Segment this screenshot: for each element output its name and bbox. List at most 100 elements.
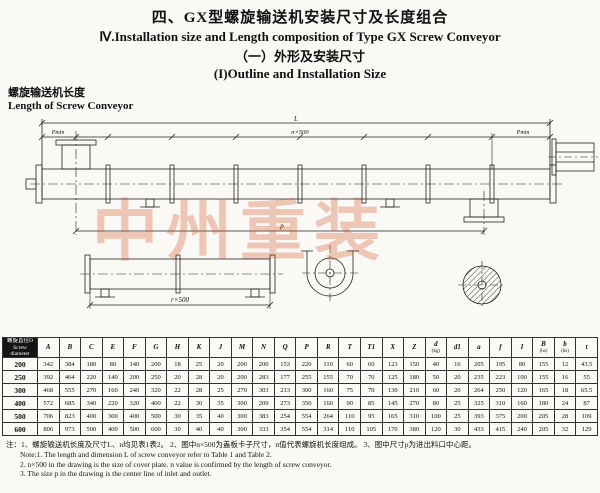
table-cell: 200 [230, 357, 254, 372]
table-cell: 220 [80, 370, 103, 385]
table-cell: 300 [230, 422, 254, 437]
title-cn: 四、GX型螺旋输送机安装尺寸及长度组合 [151, 10, 449, 26]
dim-label-pmin-right: Pmin [516, 130, 530, 136]
detail-view [80, 254, 283, 310]
table-cell: 973 [58, 422, 82, 437]
title-en: Ⅳ.Installation size and Length compositi… [99, 29, 501, 44]
table-cell: 20 [166, 370, 189, 385]
table-cell: 400 [144, 396, 168, 411]
table-cell: 823 [58, 409, 82, 424]
col-header-R: R [316, 337, 340, 359]
table-cell: 384 [58, 357, 82, 372]
table-cell: 177 [273, 370, 297, 385]
table-cell: 125 [381, 370, 405, 385]
col-header-K: K [187, 337, 211, 359]
table-cell: 572 [37, 396, 60, 411]
drawing-caption-cn: 螺旋输送机长度 [8, 87, 85, 99]
inlet-spout [55, 131, 97, 236]
table-cell: 110 [338, 422, 361, 437]
table-cell: 320 [123, 396, 146, 411]
main-assembly-view [25, 119, 562, 236]
table-cell: 18 [166, 357, 189, 372]
table-cell: 20 [446, 370, 469, 385]
table-cell: 25 [187, 357, 211, 372]
col-header-d: d(kg) [424, 337, 448, 359]
table-cell: 213 [273, 383, 297, 398]
table-cell: 24 [553, 396, 577, 411]
col-header-J: J [209, 337, 232, 359]
col-header-P: P [295, 337, 318, 359]
cell-diameter: 250 [2, 370, 38, 385]
table-cell: 50 [424, 370, 448, 385]
table-cell: 464 [58, 370, 82, 385]
table-cell: 270 [230, 383, 254, 398]
table-cell: 555 [58, 383, 82, 398]
table-cell: 300 [295, 383, 318, 398]
table-cell: 270 [403, 396, 426, 411]
dim-label-p: p [279, 222, 284, 230]
col-header-t: t [575, 337, 598, 359]
table-cell: 130 [381, 383, 405, 398]
table-cell: 255 [295, 370, 318, 385]
table-cell: 80 [101, 357, 125, 372]
table-cell: 28 [187, 370, 211, 385]
table-cell: 85 [359, 396, 383, 411]
table-cell: 350 [295, 396, 318, 411]
table-cell: 254 [273, 409, 297, 424]
table-cell: 55 [575, 370, 598, 385]
col-header-C: C [80, 337, 103, 359]
col-header-B: B(hs) [532, 337, 555, 359]
note-cn: 注：1、螺旋输送机长度及尺寸L、n均见表1表2。 2、图中n×500为盖板卡子尺… [6, 440, 477, 450]
table-cell: 383 [252, 409, 275, 424]
table-cell: 70 [359, 370, 383, 385]
drawing-caption-en: Length of Screw Conveyor [8, 99, 134, 112]
spout-detail-view [548, 138, 598, 176]
table-cell: 392 [37, 370, 60, 385]
table-cell: 500 [80, 422, 103, 437]
table-cell: 32 [553, 422, 577, 437]
table-cell: 200 [230, 370, 254, 385]
table-cell: 235 [467, 370, 491, 385]
table-cell: 200 [252, 357, 275, 372]
table-cell: 105 [359, 422, 383, 437]
cell-diameter: 600 [2, 422, 38, 437]
table-cell: 43.5 [575, 357, 598, 372]
table-cell: 40 [209, 422, 232, 437]
table-cell: 264 [467, 383, 491, 398]
table-cell: 110 [316, 357, 340, 372]
table-cell: 303 [252, 383, 275, 398]
table-cell: 400 [80, 409, 103, 424]
table-cell: 120 [510, 383, 534, 398]
table-cell: 200 [510, 409, 534, 424]
table-cell: 400 [123, 409, 146, 424]
table-cell: 60 [338, 357, 361, 372]
col-header-Q: Q [273, 337, 297, 359]
title-block: 四、GX型螺旋输送机安装尺寸及长度组合 Ⅳ.Installation size … [0, 0, 600, 82]
table-cell: 554 [295, 422, 318, 437]
table-cell: 129 [575, 422, 598, 437]
notes-block: 注：1、螺旋输送机长度及尺寸L、n均见表1表2。 2、图中n×500为盖板卡子尺… [6, 440, 600, 479]
cell-diameter: 200 [2, 357, 38, 372]
table-cell: 160 [510, 396, 534, 411]
table-cell: 180 [532, 396, 555, 411]
col-header-f: f [489, 337, 512, 359]
outlet-spout [463, 191, 505, 236]
table-cell: 153 [273, 357, 297, 372]
table-cell: 70 [359, 383, 383, 398]
table-cell: 35 [209, 396, 232, 411]
table-cell: 180 [80, 357, 103, 372]
col-header-B: B [58, 337, 82, 359]
table-cell: 554 [295, 409, 318, 424]
shaft-section-view [458, 261, 506, 310]
table-cell: 123 [381, 357, 405, 372]
cell-diameter: 400 [2, 396, 38, 411]
cell-diameter: 300 [2, 383, 38, 398]
table-cell: 220 [101, 396, 125, 411]
table-cell: 155 [532, 357, 555, 372]
table-cell: 375 [489, 409, 512, 424]
